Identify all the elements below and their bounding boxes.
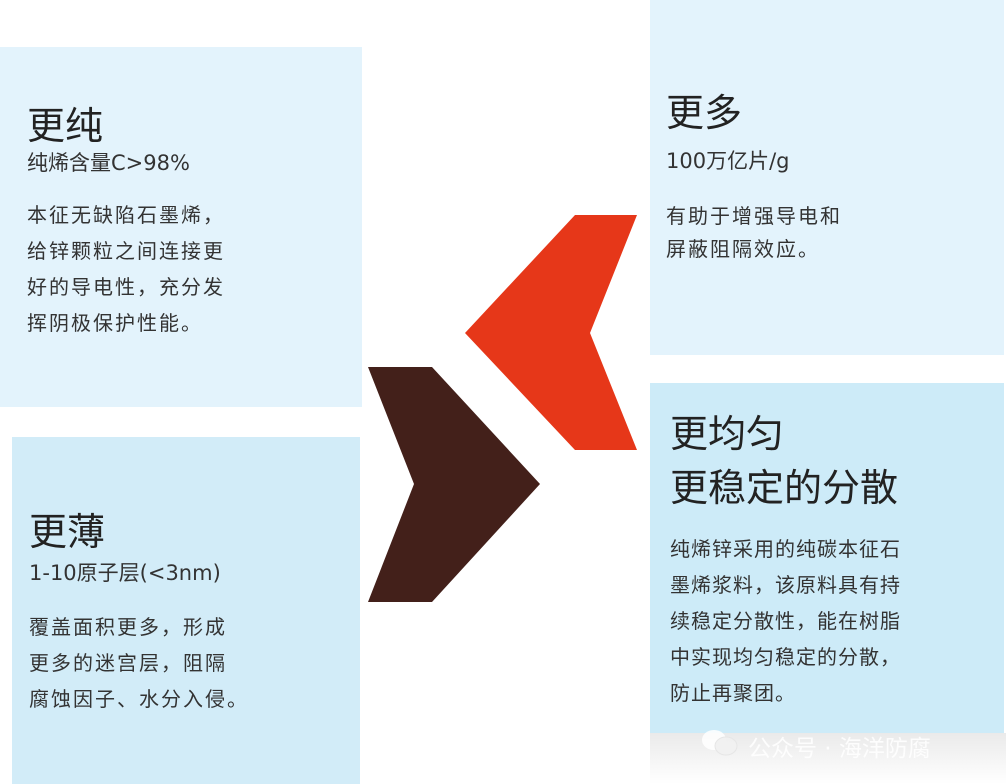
panel-title: 更纯: [27, 104, 104, 148]
panel-body: 本征无缺陷石墨烯， 给锌颗粒之间连接更 好的导电性，充分发 挥阴极保护性能。: [27, 197, 347, 341]
title-line: 更稳定的分散: [670, 466, 899, 510]
body-line: 挥阴极保护性能。: [27, 311, 203, 335]
panel-title: 更多: [666, 91, 743, 135]
panel-uniform: 更均匀 更稳定的分散 纯烯锌采用的纯碳本征石 墨烯浆料，该原料具有持 续稳定分散…: [650, 383, 1004, 733]
watermark: 公众号 · 海洋防腐: [700, 728, 931, 764]
body-line: 续稳定分散性，能在树脂: [670, 609, 901, 633]
body-line: 更多的迷宫层，阻隔: [29, 651, 227, 675]
wechat-icon: [700, 728, 740, 764]
panel-purer: 更纯 纯烯含量C>98% 本征无缺陷石墨烯， 给锌颗粒之间连接更 好的导电性，充…: [0, 47, 362, 407]
body-line: 本征无缺陷石墨烯，: [27, 203, 225, 227]
body-line: 好的导电性，充分发: [27, 275, 225, 299]
watermark-text: 公众号 · 海洋防腐: [748, 736, 931, 762]
panel-more: 更多 100万亿片/g 有助于增强导电和 屏蔽阻隔效应。: [650, 0, 1004, 355]
panel-title: 更均匀 更稳定的分散: [670, 407, 898, 515]
body-line: 覆盖面积更多，形成: [29, 615, 227, 639]
body-line: 给锌颗粒之间连接更: [27, 239, 225, 263]
body-line: 有助于增强导电和: [666, 204, 842, 228]
red-chevron-left-icon: [465, 215, 637, 450]
brown-chevron-right-icon: [368, 367, 540, 602]
body-line: 墨烯浆料，该原料具有持: [670, 573, 901, 597]
panel-body: 纯烯锌采用的纯碳本征石 墨烯浆料，该原料具有持 续稳定分散性，能在树脂 中实现均…: [670, 531, 1000, 711]
title-line: 更均匀: [670, 412, 785, 456]
panel-body: 覆盖面积更多，形成 更多的迷宫层，阻隔 腐蚀因子、水分入侵。: [29, 609, 349, 717]
body-line: 中实现均匀稳定的分散，: [670, 645, 901, 669]
body-line: 防止再聚团。: [670, 681, 796, 705]
panel-title: 更薄: [29, 510, 106, 554]
panel-subtitle: 100万亿片/g: [666, 149, 790, 173]
body-line: 纯烯锌采用的纯碳本征石: [670, 537, 901, 561]
body-line: 屏蔽阻隔效应。: [666, 237, 820, 261]
panel-subtitle: 纯烯含量C>98%: [27, 151, 190, 175]
panel-subtitle: 1-10原子层(<3nm): [29, 561, 221, 585]
panel-thinner: 更薄 1-10原子层(<3nm) 覆盖面积更多，形成 更多的迷宫层，阻隔 腐蚀因…: [12, 437, 360, 784]
body-line: 腐蚀因子、水分入侵。: [29, 687, 249, 711]
panel-body: 有助于增强导电和 屏蔽阻隔效应。: [666, 200, 986, 266]
